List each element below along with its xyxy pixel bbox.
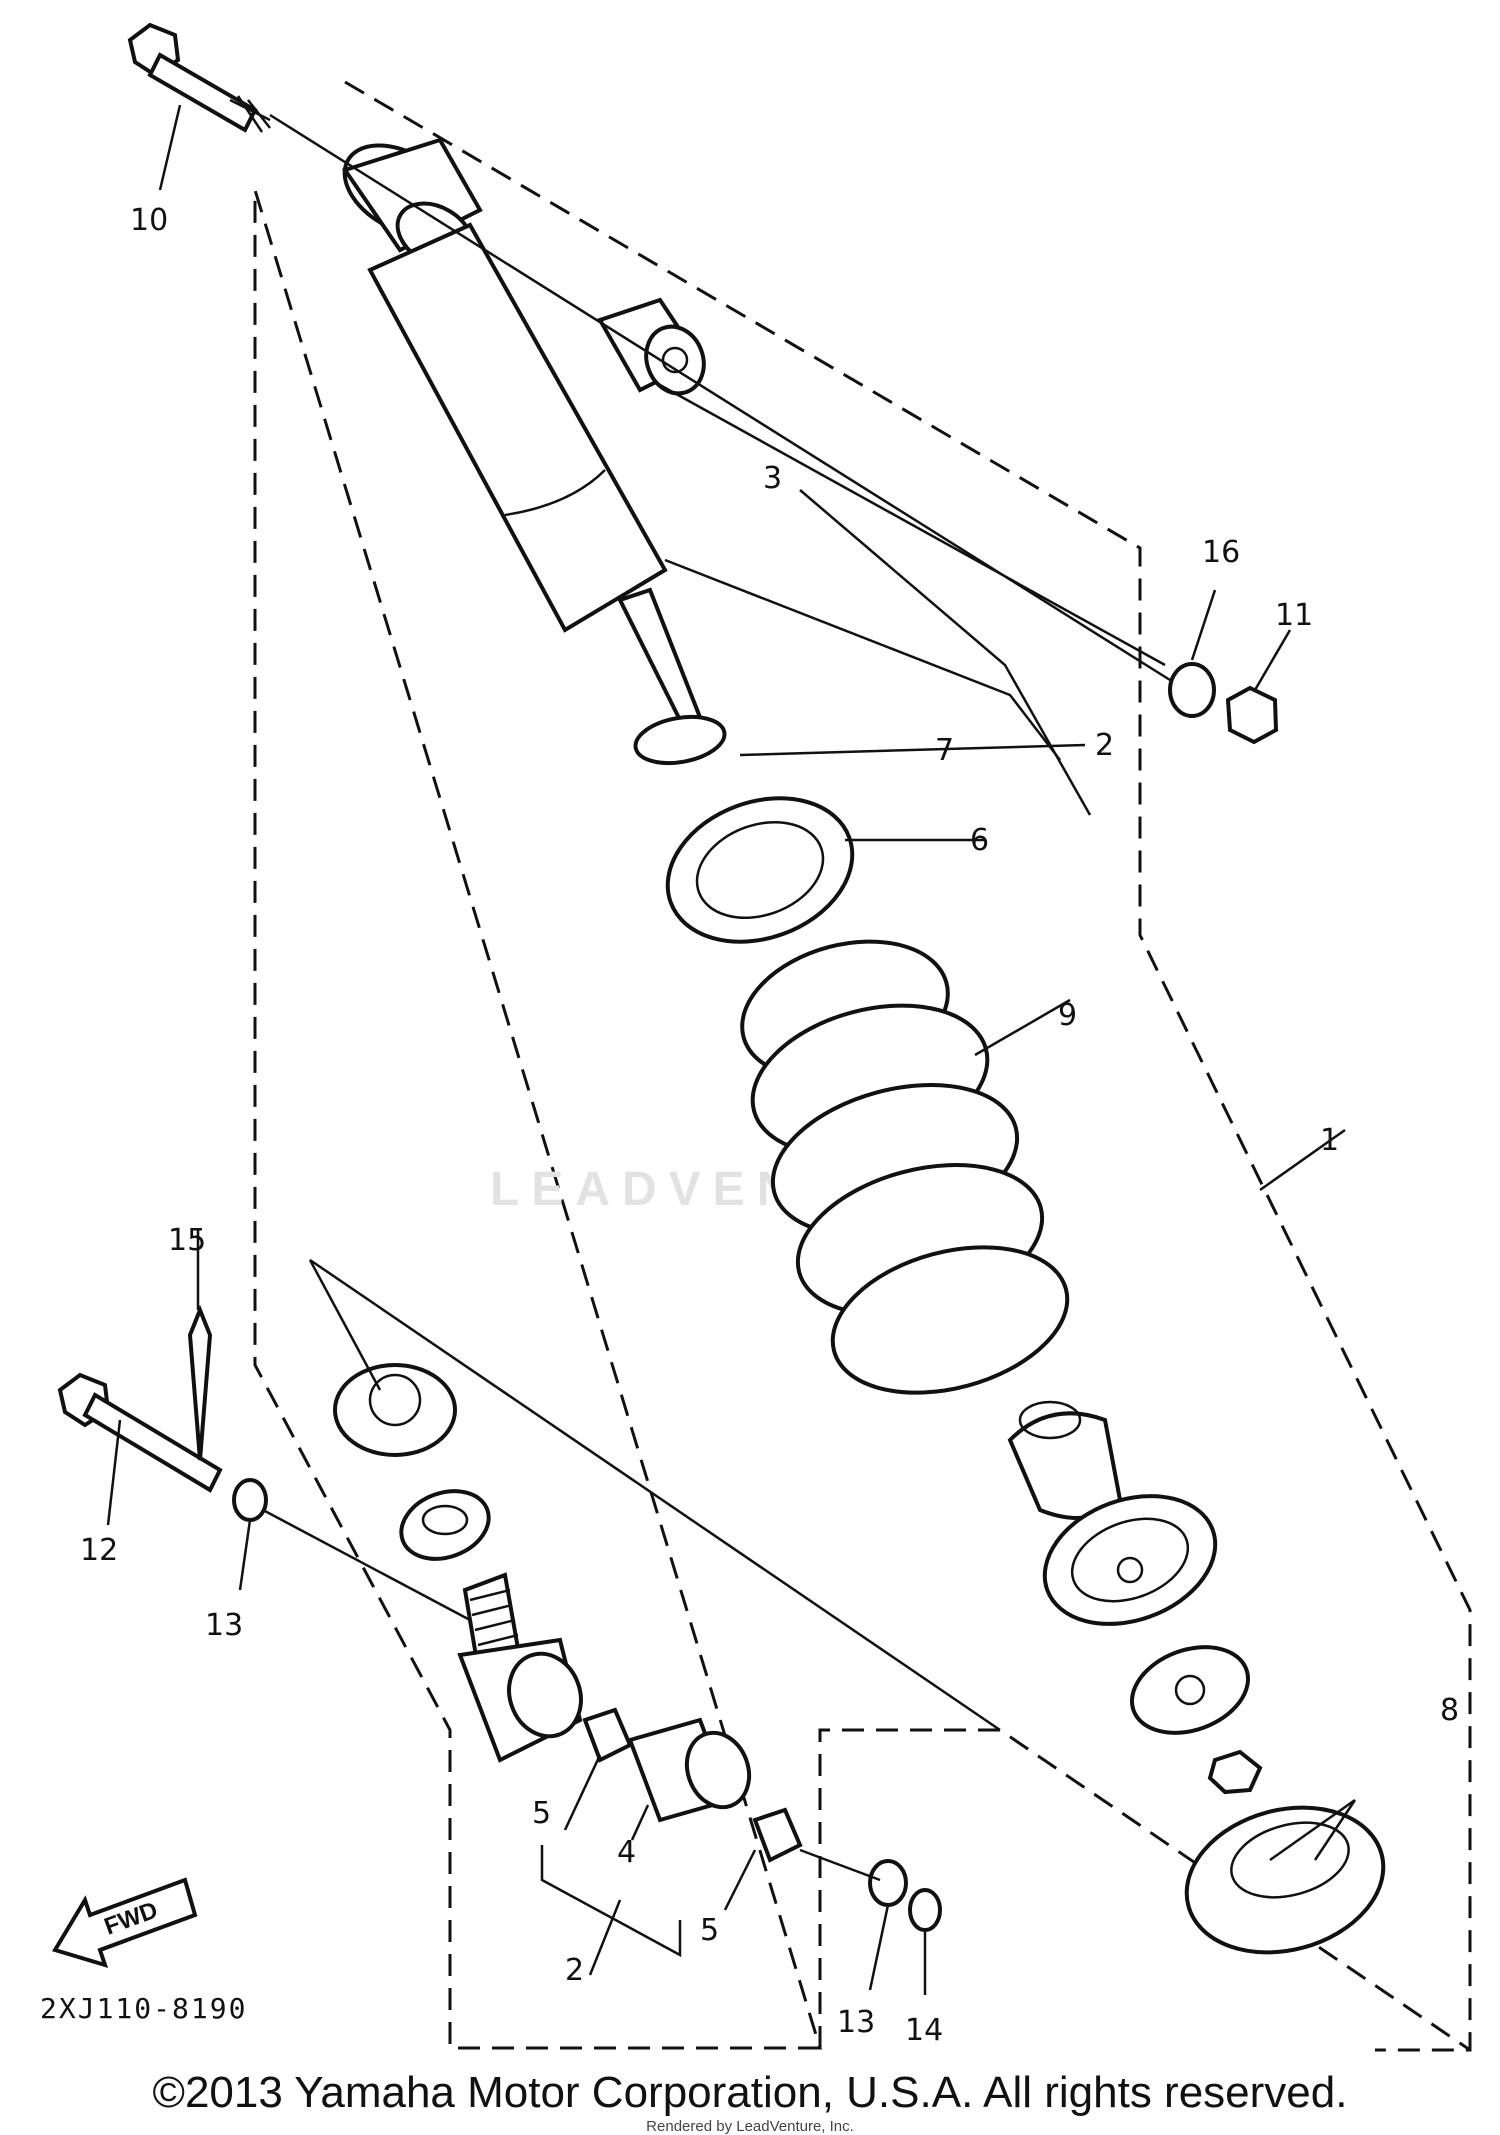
- part-lock-ring: [399, 1489, 491, 1561]
- part-nut-11: [1225, 685, 1279, 745]
- part-bolt-lower: [57, 1372, 223, 1493]
- part-spring: [740, 939, 1070, 1395]
- callout-10: 10: [130, 203, 168, 238]
- callout-5-left: 5: [532, 1796, 551, 1831]
- callout-12: 12: [80, 1533, 118, 1568]
- callout-9: 9: [1058, 998, 1077, 1033]
- part-lower-bushing: [627, 1717, 752, 1823]
- callout-5-right: 5: [700, 1913, 719, 1948]
- part-washer-14: [908, 1888, 942, 1932]
- part-collar-left: [582, 1707, 633, 1763]
- callout-3: 3: [763, 461, 782, 496]
- callout-8: 8: [1440, 1693, 1459, 1728]
- part-washer-13-left: [232, 1478, 268, 1522]
- part-bushing-top: [597, 297, 706, 396]
- rendered-by-credit: Rendered by LeadVenture, Inc.: [646, 2118, 854, 2135]
- callout-16: 16: [1202, 535, 1240, 570]
- part-washer-16: [1168, 662, 1216, 718]
- part-washer-13-right: [868, 1859, 908, 1907]
- callout-labels: 1 2 2 3 4 5 5 6 7 8 9 10 11 12 13 13 14 …: [80, 203, 1459, 2048]
- part-bolt-top: [127, 22, 271, 133]
- part-spring-cup: [1042, 1494, 1218, 1626]
- part-collar-right: [752, 1807, 803, 1863]
- callout-2-bottom: 2: [565, 1953, 584, 1988]
- fwd-arrow: FWD: [51, 1877, 198, 1969]
- callout-15: 15: [168, 1223, 206, 1258]
- part-lower-eye: [457, 1572, 583, 1763]
- part-adjuster-nut: [333, 1363, 457, 1457]
- part-cotter-pin: [187, 1304, 213, 1461]
- part-damper-body: [341, 137, 727, 766]
- diagram-part-number: 2XJ110-8190: [40, 1992, 247, 2025]
- callout-4: 4: [617, 1835, 636, 1870]
- part-split-collar: [1184, 1805, 1386, 1955]
- leader-lines: [106, 104, 1357, 1995]
- part-small-nut: [1207, 1749, 1263, 1795]
- part-spring-seat: [665, 796, 855, 944]
- callout-11: 11: [1275, 598, 1313, 633]
- callout-13-left: 13: [205, 1608, 243, 1643]
- callout-1: 1: [1320, 1123, 1339, 1158]
- callout-6: 6: [970, 823, 989, 858]
- part-washer-plate: [1129, 1645, 1251, 1735]
- copyright-notice: ©2013 Yamaha Motor Corporation, U.S.A. A…: [152, 2068, 1348, 2117]
- part-bump-stop: [1007, 1400, 1123, 1520]
- callout-2-top: 2: [1095, 728, 1114, 763]
- callout-14: 14: [905, 2013, 943, 2048]
- callout-7: 7: [935, 733, 954, 768]
- callout-13-right: 13: [837, 2005, 875, 2040]
